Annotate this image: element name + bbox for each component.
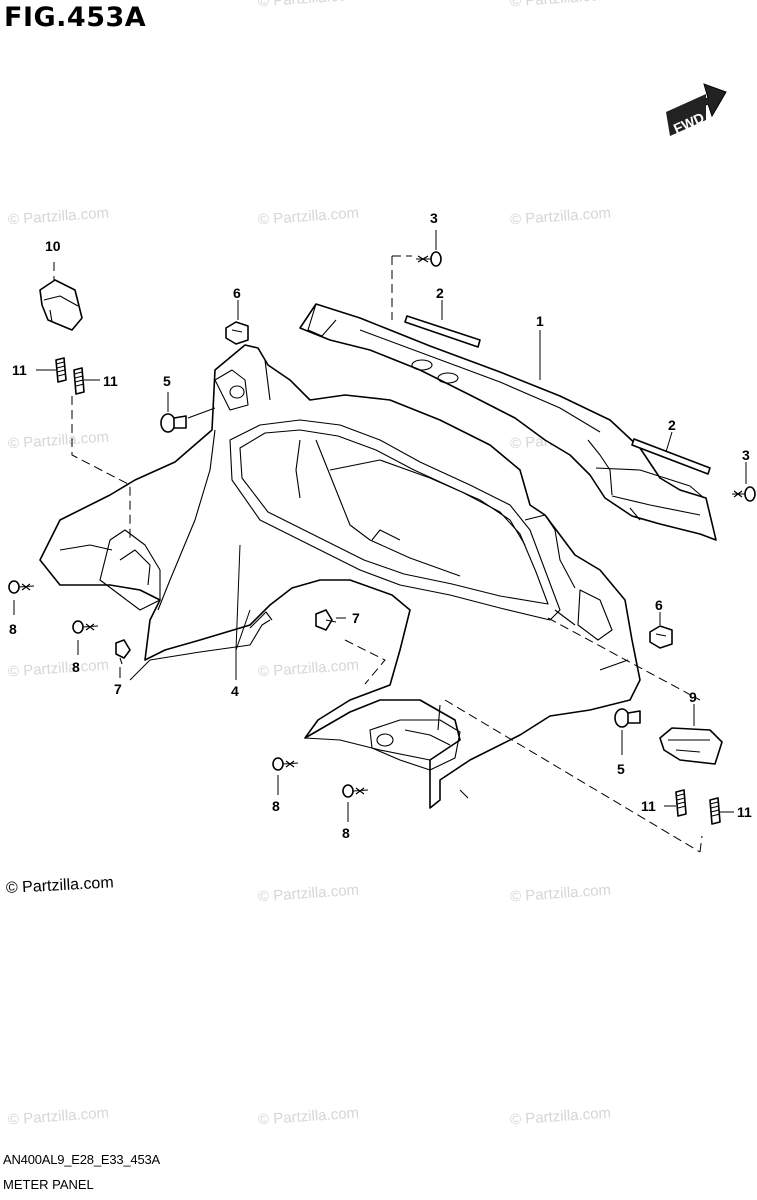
spring-icon: [73, 367, 85, 395]
callout-8: 8: [9, 621, 17, 637]
clip-icon: [115, 639, 131, 665]
callout-6: 6: [655, 597, 663, 613]
callout-1: 1: [536, 313, 544, 329]
screw-icon: [272, 757, 299, 771]
callout-3: 3: [430, 210, 438, 226]
spring-icon: [709, 797, 721, 825]
callout-2: 2: [436, 285, 444, 301]
callout-9: 9: [689, 689, 697, 705]
callout-11: 11: [737, 804, 752, 820]
callout-8: 8: [72, 659, 80, 675]
grommet-icon: [160, 413, 187, 433]
seal-strip-upper: [404, 315, 481, 348]
callout-4: 4: [231, 683, 239, 699]
screw-icon: [732, 486, 756, 502]
callout-5: 5: [617, 761, 625, 777]
callout-10: 10: [45, 238, 61, 254]
meter-cap-right: [659, 727, 723, 765]
screw-icon: [416, 251, 442, 267]
callout-11: 11: [641, 798, 656, 814]
grommet-icon: [614, 708, 641, 728]
screw-icon: [342, 784, 369, 798]
section-name: METER PANEL: [3, 1177, 94, 1192]
meter-cover-upper: [299, 303, 717, 541]
callout-8: 8: [272, 798, 280, 814]
callout-7: 7: [114, 681, 122, 697]
meter-cap-left: [39, 279, 83, 331]
callout-3: 3: [742, 447, 750, 463]
screw-icon: [8, 580, 35, 594]
callout-7: 7: [352, 610, 360, 626]
callout-5: 5: [163, 373, 171, 389]
seal-strip-right: [631, 438, 711, 475]
clip-nut-icon: [225, 321, 249, 345]
callout-8: 8: [342, 825, 350, 841]
callout-2: 2: [668, 417, 676, 433]
screw-icon: [72, 620, 99, 634]
callout-11: 11: [103, 373, 118, 389]
fwd-arrow-icon: FWD: [666, 83, 727, 137]
figure-title: FIG.453A: [4, 2, 147, 33]
spring-icon: [55, 357, 67, 383]
spring-icon: [675, 789, 687, 817]
callout-6: 6: [233, 285, 241, 301]
meter-panel-main: [39, 344, 641, 809]
clip-icon: [315, 609, 337, 631]
diagram-code: AN400AL9_E28_E33_453A: [3, 1152, 160, 1167]
leader-lines: [13, 230, 747, 853]
callout-11: 11: [12, 362, 27, 378]
clip-nut-icon: [649, 625, 673, 649]
